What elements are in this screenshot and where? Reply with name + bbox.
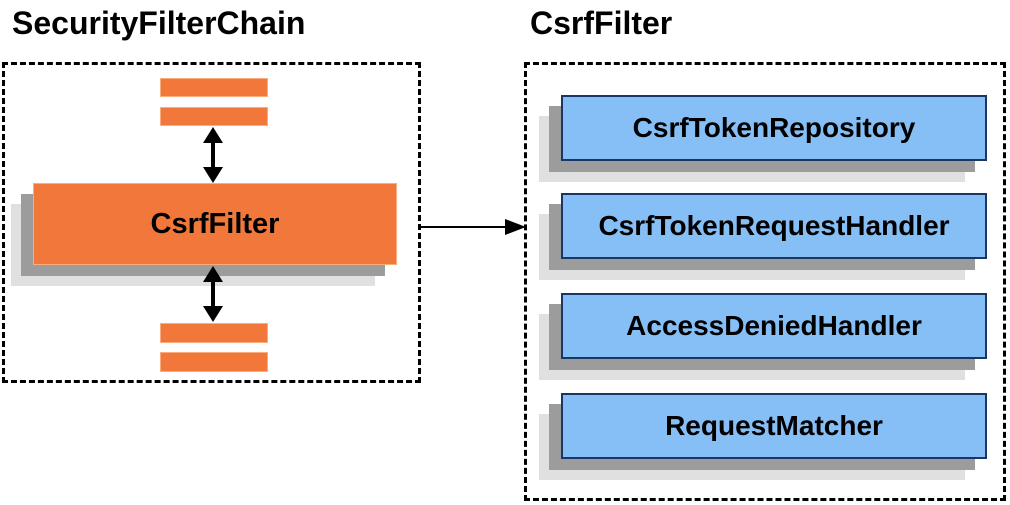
component-box-group: CsrfTokenRequestHandler xyxy=(539,193,987,280)
arrow-shaft xyxy=(211,278,215,310)
component-box-group: CsrfTokenRepository xyxy=(539,95,987,182)
csrf-token-repository-box: CsrfTokenRepository xyxy=(561,95,987,161)
arrow-up-head-icon xyxy=(203,266,223,282)
security-filter-chain-container: CsrfFilter xyxy=(2,62,421,383)
csrf-filter-box-group: CsrfFilter xyxy=(11,183,397,286)
csrf-token-request-handler-box: CsrfTokenRequestHandler xyxy=(561,193,987,259)
component-label: RequestMatcher xyxy=(665,410,883,441)
filter-placeholder-bar xyxy=(160,107,268,126)
bidirectional-arrow-icon xyxy=(203,266,223,322)
csrf-filter-container: CsrfTokenRepository CsrfTokenRequestHand… xyxy=(524,62,1006,501)
arrow-shaft xyxy=(211,139,215,171)
arrow-down-head-icon xyxy=(203,167,223,183)
component-label: CsrfTokenRequestHandler xyxy=(598,210,950,241)
request-matcher-box: RequestMatcher xyxy=(561,393,987,459)
security-filter-chain-title: SecurityFilterChain xyxy=(12,5,306,41)
filter-placeholder-bar xyxy=(160,78,268,97)
csrf-filter-title: CsrfFilter xyxy=(530,5,673,41)
csrf-filter-box-label: CsrfFilter xyxy=(150,207,280,240)
csrf-filter-box: CsrfFilter xyxy=(33,183,397,265)
access-denied-handler-box: AccessDeniedHandler xyxy=(561,293,987,359)
filter-placeholder-bar xyxy=(160,323,268,343)
bidirectional-arrow-icon xyxy=(203,127,223,183)
right-arrow-icon xyxy=(421,219,526,235)
arrow-down-head-icon xyxy=(203,306,223,322)
component-box-group: RequestMatcher xyxy=(539,393,987,480)
component-box-group: AccessDeniedHandler xyxy=(539,293,987,380)
arrow-shaft xyxy=(421,226,507,228)
arrow-up-head-icon xyxy=(203,127,223,143)
component-label: AccessDeniedHandler xyxy=(626,310,922,341)
component-label: CsrfTokenRepository xyxy=(632,112,916,143)
arrow-right-head-icon xyxy=(505,219,526,235)
filter-placeholder-bar xyxy=(160,352,268,372)
